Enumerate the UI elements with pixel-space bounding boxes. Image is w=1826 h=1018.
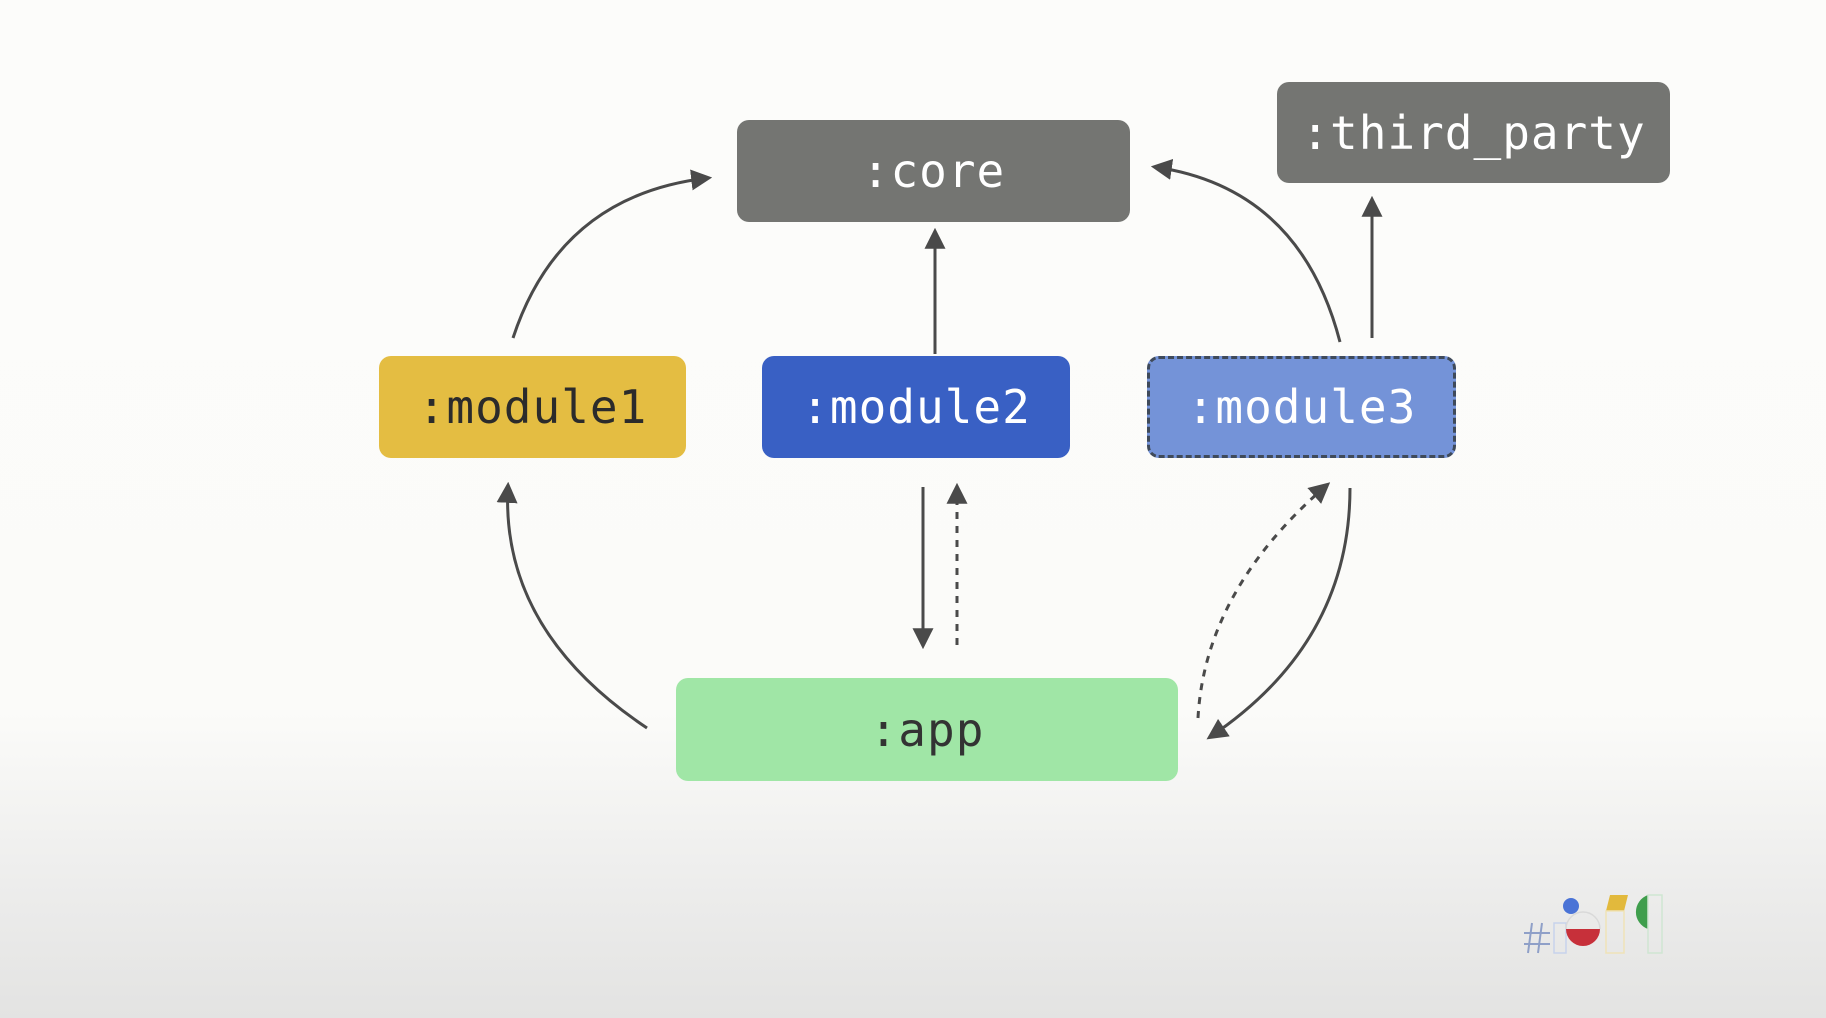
node-module3-label: :module3 [1186, 380, 1417, 434]
node-third-party: :third_party [1277, 82, 1670, 183]
node-core-label: :core [861, 144, 1006, 198]
node-module2-label: :module2 [801, 380, 1031, 434]
edge-module3-to-core [1150, 159, 1342, 343]
node-app: :app [676, 678, 1178, 781]
edge-module1-to-core [511, 169, 713, 339]
node-app-label: :app [869, 702, 985, 757]
node-module1: :module1 [379, 356, 686, 458]
node-core: :core [737, 120, 1130, 222]
edge-app-to-module3-dashed [1196, 482, 1331, 719]
node-third-party-label: :third_party [1301, 105, 1646, 160]
google-io-logo-icon [1524, 894, 1663, 954]
node-module1-label: :module1 [417, 380, 648, 434]
node-module2: :module2 [762, 356, 1070, 458]
node-module3: :module3 [1147, 356, 1456, 458]
edge-app-to-module1 [496, 481, 648, 730]
edge-module3-to-app [1206, 487, 1352, 740]
